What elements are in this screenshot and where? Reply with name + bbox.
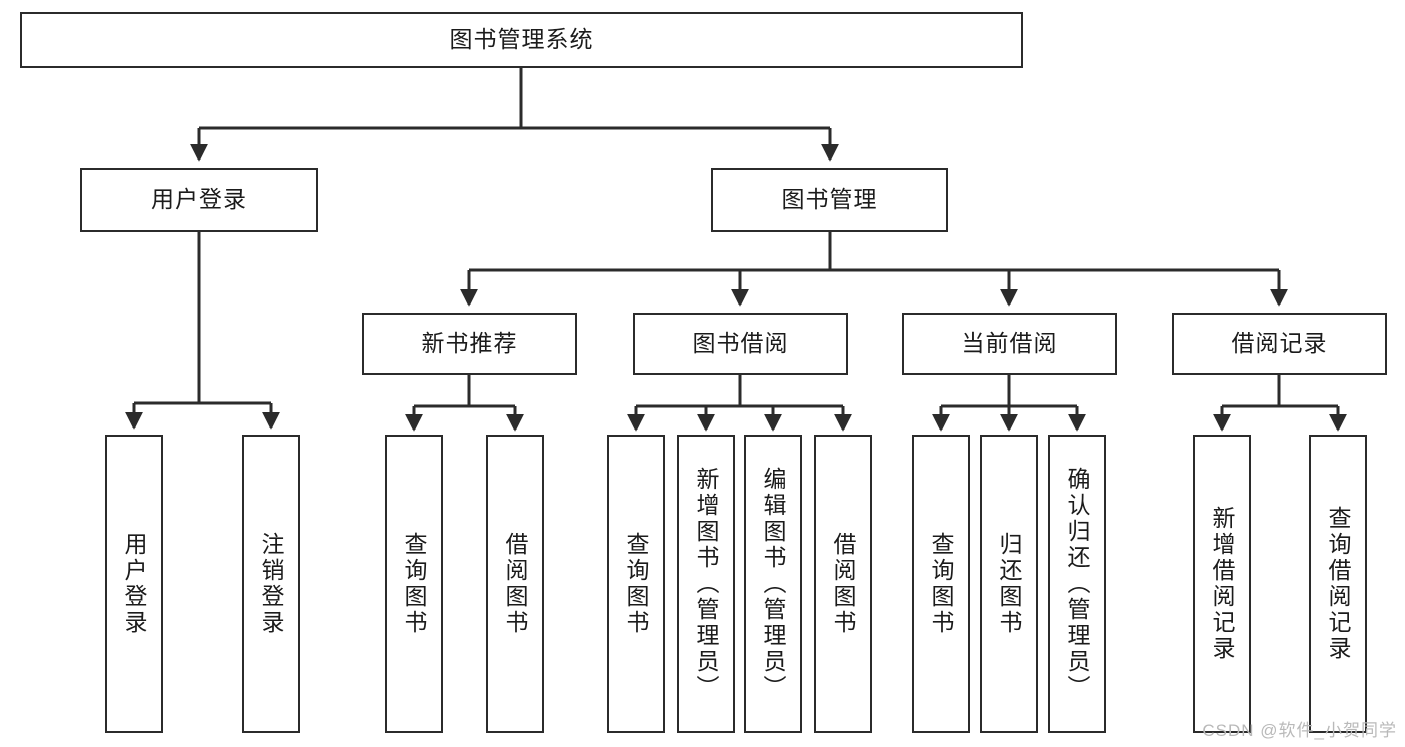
leaf-borrow-query-books[interactable]: 查询图书 — [607, 435, 665, 733]
leaf-current-query-books[interactable]: 查询图书 — [912, 435, 970, 733]
leaf-new-book-query-books[interactable]: 查询图书 — [385, 435, 443, 733]
node-label: 编辑图书（管理员） — [760, 467, 787, 701]
leaf-user-login-login[interactable]: 用户登录 — [105, 435, 163, 733]
node-label: 查询图书 — [623, 532, 650, 636]
node-label: 查询图书 — [401, 532, 428, 636]
node-borrowing-records[interactable]: 借阅记录 — [1172, 313, 1387, 375]
node-label: 查询借阅记录 — [1325, 506, 1352, 662]
leaf-borrow-add-book-admin[interactable]: 新增图书（管理员） — [677, 435, 735, 733]
node-label: 借阅图书 — [502, 532, 529, 636]
node-current-borrowing[interactable]: 当前借阅 — [902, 313, 1117, 375]
leaf-current-return-books[interactable]: 归还图书 — [980, 435, 1038, 733]
node-root-library-management-system[interactable]: 图书管理系统 — [20, 12, 1023, 68]
node-user-login[interactable]: 用户登录 — [80, 168, 318, 232]
node-label: 借阅记录 — [1231, 330, 1328, 357]
node-label: 新增借阅记录 — [1209, 506, 1236, 662]
leaf-records-query-record[interactable]: 查询借阅记录 — [1309, 435, 1367, 733]
node-label: 新书推荐 — [421, 330, 518, 357]
node-label: 用户登录 — [151, 186, 247, 213]
leaf-borrow-borrow-books[interactable]: 借阅图书 — [814, 435, 872, 733]
node-label: 新增图书（管理员） — [693, 467, 720, 701]
leaf-new-book-borrow-books[interactable]: 借阅图书 — [486, 435, 544, 733]
node-label: 图书借阅 — [692, 330, 789, 357]
node-label: 当前借阅 — [961, 330, 1058, 357]
node-book-management[interactable]: 图书管理 — [711, 168, 948, 232]
node-label: 注销登录 — [258, 532, 285, 636]
node-label: 用户登录 — [121, 532, 148, 636]
node-book-borrowing[interactable]: 图书借阅 — [633, 313, 848, 375]
node-label: 查询图书 — [928, 532, 955, 636]
node-label: 图书管理 — [781, 186, 878, 213]
leaf-records-add-record[interactable]: 新增借阅记录 — [1193, 435, 1251, 733]
node-new-book-recommendation[interactable]: 新书推荐 — [362, 313, 577, 375]
node-label: 确认归还（管理员） — [1064, 467, 1091, 701]
leaf-borrow-edit-book-admin[interactable]: 编辑图书（管理员） — [744, 435, 802, 733]
csdn-watermark: CSDN @软件_小贺同学 — [1202, 721, 1397, 740]
node-label: 图书管理系统 — [449, 26, 594, 53]
node-label: 借阅图书 — [830, 532, 857, 636]
leaf-user-login-logout[interactable]: 注销登录 — [242, 435, 300, 733]
node-label: 归还图书 — [996, 532, 1023, 636]
leaf-current-confirm-return-admin[interactable]: 确认归还（管理员） — [1048, 435, 1106, 733]
